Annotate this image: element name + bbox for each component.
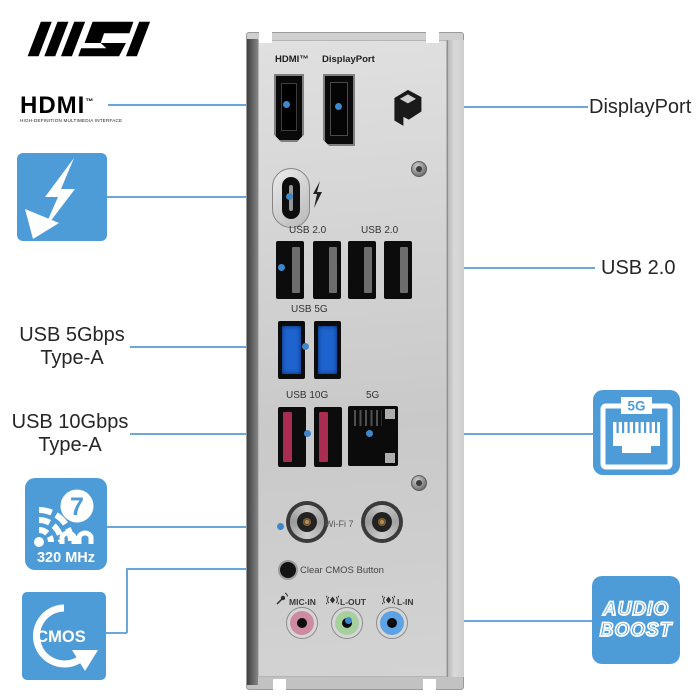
callout-line-cmos (106, 632, 127, 634)
hdmi-port (274, 74, 304, 142)
line-in-jack (376, 607, 408, 639)
usb-5gbps-port (278, 321, 305, 379)
thunderbolt-icon (25, 158, 75, 239)
callout-label-usb10-line1: USB 10Gbps (11, 411, 129, 433)
usb-5gbps-port (314, 321, 341, 379)
callout-label-usb10-line2: Type-A (38, 434, 102, 456)
5g-lan-icon: 5G (600, 397, 673, 470)
callout-dot (278, 264, 285, 271)
audio-boost-line1: AUDIO (602, 598, 670, 621)
panel-right-flange (447, 40, 464, 677)
panel-label-usb20-right: USB 2.0 (361, 225, 399, 236)
hdmi-logo-text: HDMI™ (20, 92, 95, 119)
callout-dot (286, 193, 293, 200)
audio-boost-line2: BOOST (599, 619, 673, 642)
panel-label-mic-in: MIC-IN (289, 597, 316, 607)
cmos-reset-icon: CMOS (32, 604, 98, 671)
speaker-icon (326, 595, 339, 605)
callout-dot (335, 103, 342, 110)
microphone-icon (276, 592, 288, 605)
wifi-antenna-connector (290, 505, 324, 539)
bracket-notch (423, 679, 436, 691)
panel-label-usb5g: USB 5G (291, 304, 328, 315)
panel-label-line-in: L-IN (397, 597, 414, 607)
callout-label-usb20: USB 2.0 (601, 257, 676, 279)
msi-logo (27, 21, 151, 57)
callout-dot (304, 430, 311, 437)
callout-dot (302, 343, 309, 350)
hdmi-tm-mark: ™ (85, 97, 95, 106)
callout-line-hdmi (108, 104, 288, 106)
callout-dot (277, 523, 284, 530)
bracket-screw (411, 475, 427, 491)
callout-label-usb5-line2: Type-A (40, 347, 104, 369)
clear-cmos-button (280, 562, 296, 578)
bracket-notch (273, 679, 286, 691)
usb2-port (313, 241, 341, 299)
callout-label-usb5-line1: USB 5Gbps (19, 324, 125, 346)
displayport-port (323, 74, 355, 146)
ethernet-rj45-port (348, 406, 398, 466)
panel-label-wifi7: Wi-Fi 7 (325, 519, 354, 529)
callout-dot (283, 101, 290, 108)
panel-label-hdmi: HDMI™ (275, 54, 309, 65)
callout-line-cmos (126, 568, 282, 570)
usb-10gbps-port (278, 407, 306, 467)
wifi-frequency: 320 MHz (37, 550, 95, 566)
hdmi-logo-subtext: HIGH-DEFINITION MULTIMEDIA INTERFACE (20, 118, 123, 123)
wifi7-icon: 7 320 MHz (34, 489, 95, 566)
panel-label-usb20-left: USB 2.0 (289, 225, 327, 236)
callout-line-lan (369, 433, 595, 435)
bracket-notch (259, 31, 272, 43)
panel-label-displayport: DisplayPort (322, 54, 375, 65)
panel-label-5g-lan: 5G (366, 390, 380, 401)
bracket-notch (426, 31, 439, 43)
callout-line-cmos (126, 568, 128, 633)
callout-line-usb5 (130, 346, 307, 348)
cmos-label: CMOS (36, 628, 86, 646)
thunderbolt-glyph-icon (313, 181, 322, 208)
io-shield-panel: HDMI™ DisplayPort USB 2.0 USB 2.0 USB 5G… (246, 31, 464, 691)
usb2-port (384, 241, 412, 299)
lan-speed-label: 5G (627, 399, 645, 414)
panel-label-clear-cmos: Clear CMOS Button (300, 565, 384, 576)
wifi-antenna-connector (365, 505, 399, 539)
bracket-screw (411, 161, 427, 177)
callout-line-wifi (107, 526, 282, 528)
panel-left-edge (247, 39, 258, 685)
msi-cube-emblem-icon (394, 89, 422, 126)
panel-label-usb10g: USB 10G (286, 390, 329, 401)
usb2-port (348, 241, 376, 299)
thunderbolt-badge (17, 153, 107, 241)
panel-label-line-out: L-OUT (340, 597, 366, 607)
rj45-pins (354, 410, 382, 426)
speaker-icon (382, 595, 395, 605)
audio-boost-badge: AUDIO BOOST (592, 576, 680, 664)
mic-in-jack (286, 607, 318, 639)
callout-line-thunderbolt (107, 196, 291, 198)
callout-dot (345, 617, 352, 624)
callout-line-usb10 (130, 433, 309, 435)
wifi7-badge: 7 320 MHz (25, 478, 107, 570)
callout-label-usb5: USB 5Gbps Type-A (12, 324, 132, 370)
usb-10gbps-port (314, 407, 342, 467)
callout-label-displayport: DisplayPort (589, 96, 692, 118)
line-out-jack (331, 607, 363, 639)
clear-cmos-badge: CMOS (22, 592, 106, 680)
callout-line-audio (348, 620, 594, 622)
callout-dot (366, 430, 373, 437)
hdmi-logo: HDMI™ HIGH-DEFINITION MULTIMEDIA INTERFA… (20, 92, 123, 124)
5g-lan-badge: 5G (593, 390, 680, 475)
wifi-number: 7 (70, 493, 84, 521)
callout-label-usb10: USB 10Gbps Type-A (6, 411, 134, 457)
